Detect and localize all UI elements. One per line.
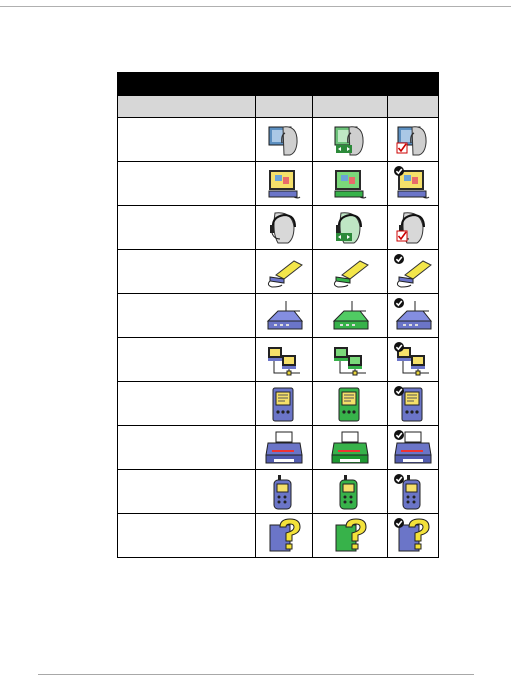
icon-cell-active: [312, 117, 388, 162]
agent-headset-icon: [336, 212, 362, 244]
icon-cell-normal: [255, 249, 313, 294]
pda-icon: [338, 387, 360, 422]
icon-cell-active: [312, 337, 388, 382]
icon-cell-normal: [255, 381, 313, 426]
device-label: [117, 293, 256, 338]
icon-cell-selected: [387, 117, 439, 162]
header-device: [117, 95, 256, 118]
table-row: [117, 249, 439, 294]
device-label: [117, 337, 256, 382]
agent-headset-icon: [270, 212, 296, 244]
bottom-rule: [38, 674, 474, 675]
phone-icon: [339, 475, 358, 510]
network-device-icon: [266, 301, 304, 330]
device-label: [117, 469, 256, 514]
icon-cell-active: [312, 513, 388, 558]
icon-cell-selected: [387, 381, 439, 426]
client-agent-icon: [396, 126, 427, 156]
table-title-row: [117, 72, 439, 96]
icon-cell-selected: [387, 469, 439, 514]
table-row: [117, 381, 439, 426]
network-device-icon: [394, 298, 433, 330]
icon-cell-normal: [255, 469, 313, 514]
icon-cell-normal: [255, 293, 313, 338]
device-label: [117, 117, 256, 162]
header-active: [312, 95, 388, 118]
icon-cell-active: [312, 249, 388, 294]
network-computers-icon: [394, 342, 429, 376]
client-agent-icon: [334, 126, 364, 156]
table-row: [117, 425, 439, 470]
device-icon-table: [117, 72, 439, 558]
table-row: [117, 293, 439, 338]
device-label: [117, 513, 256, 558]
network-device-icon: [332, 301, 370, 330]
icon-cell-active: [312, 293, 388, 338]
icon-cell-active: [312, 381, 388, 426]
network-computers-icon: [334, 347, 366, 376]
pda-icon: [272, 387, 294, 422]
device-label: [117, 249, 256, 294]
computer-icon: [334, 170, 367, 199]
icon-cell-normal: [255, 161, 313, 206]
icon-cell-normal: [255, 337, 313, 382]
client-agent-icon: [268, 126, 298, 156]
icon-cell-active: [312, 425, 388, 470]
icon-cell-selected: [387, 337, 439, 382]
pda-icon: [394, 386, 423, 422]
icon-cell-normal: [255, 205, 313, 250]
table-row: [117, 469, 439, 514]
network-computers-icon: [268, 347, 300, 376]
printer-icon: [265, 431, 303, 464]
device-label: [117, 425, 256, 470]
scanner-icon: [394, 254, 432, 288]
icon-cell-normal: [255, 117, 313, 162]
unknown-device-icon: [394, 518, 430, 552]
icon-cell-normal: [255, 425, 313, 470]
printer-icon: [331, 431, 369, 464]
unknown-device-icon: [269, 518, 301, 552]
icon-cell-active: [312, 161, 388, 206]
table-row: [117, 513, 439, 558]
icon-cell-selected: [387, 513, 439, 558]
icon-cell-selected: [387, 425, 439, 470]
icon-cell-selected: [387, 161, 439, 206]
icon-cell-active: [312, 469, 388, 514]
device-label: [117, 161, 256, 206]
icon-cell-normal: [255, 513, 313, 558]
icon-cell-active: [312, 205, 388, 250]
table-row: [117, 337, 439, 382]
device-label: [117, 381, 256, 426]
table-row: [117, 205, 439, 250]
icon-cell-selected: [387, 293, 439, 338]
header-selected: [387, 95, 439, 118]
table-row: [117, 161, 439, 206]
agent-headset-icon: [396, 212, 425, 244]
unknown-device-icon: [335, 518, 367, 552]
scanner-icon: [333, 260, 369, 288]
device-label: [117, 205, 256, 250]
top-rule: [0, 6, 511, 7]
phone-icon: [273, 475, 292, 510]
icon-cell-selected: [387, 249, 439, 294]
table-title: [117, 72, 439, 96]
printer-icon: [394, 430, 432, 464]
scanner-icon: [267, 260, 303, 288]
header-normal: [255, 95, 313, 118]
table-header-row: [117, 95, 439, 118]
computer-icon: [268, 170, 301, 199]
computer-icon: [394, 166, 430, 199]
table-row: [117, 117, 439, 162]
phone-icon: [394, 474, 421, 510]
icon-cell-selected: [387, 205, 439, 250]
